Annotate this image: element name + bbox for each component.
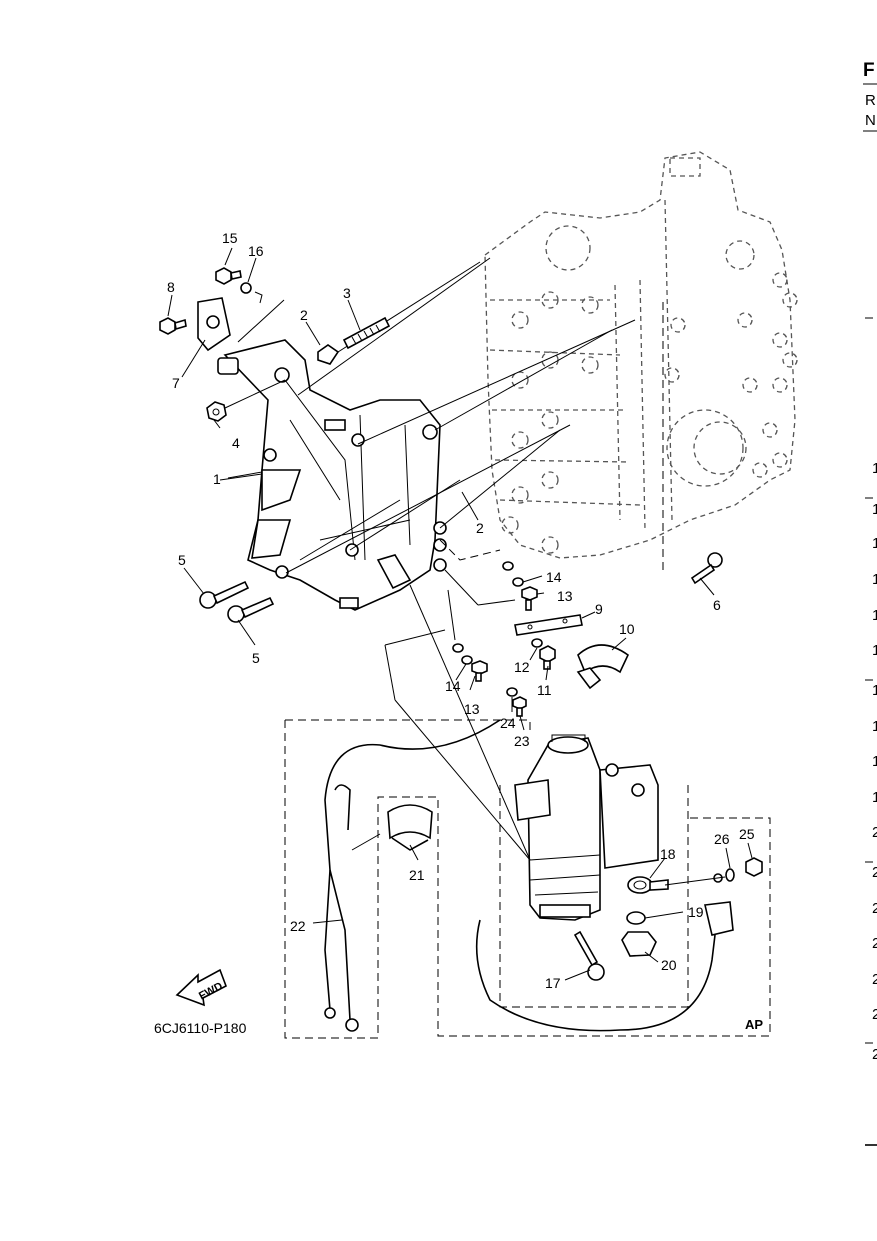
edge-row-mark: 2 (872, 1006, 877, 1023)
washer-26 (725, 868, 735, 882)
callout-label: 26 (714, 831, 730, 847)
edge-row-mark: 1 (872, 501, 877, 518)
edge-row-mark: 1 (872, 642, 877, 659)
leader-lines (167, 247, 753, 981)
cable-22 (324, 719, 501, 1032)
bolt-13-upper (521, 586, 538, 611)
bolt-11 (539, 645, 556, 670)
group-boxes (284, 300, 771, 1039)
callout-labels: 1 2 2 3 4 5 5 6 7 8 9 10 11 12 13 13 14 … (167, 230, 755, 991)
bolt-13-lower (471, 660, 488, 682)
callout-label: 14 (546, 569, 562, 585)
figure-code: 6CJ6110-P180 (154, 1020, 247, 1036)
nut-25 (745, 857, 763, 877)
collar-2-upper (317, 261, 481, 365)
callout-label: 19 (688, 904, 704, 920)
callout-label: 4 (232, 435, 240, 451)
bolt-15 (215, 267, 242, 285)
edge-row-mark: 2 (872, 900, 877, 917)
callout-label: 9 (595, 601, 603, 617)
callout-label: 2 (300, 307, 308, 323)
bolt-5-upper (199, 580, 250, 609)
washer-24 (506, 687, 518, 697)
edge-row-mark: 1 (872, 682, 877, 699)
starter-motor (514, 734, 659, 921)
callout-label: 6 (713, 597, 721, 613)
fwd-arrow-icon: FWD (175, 968, 227, 1007)
edge-row-mark: 1 (872, 535, 877, 552)
callout-label: 10 (619, 621, 635, 637)
edge-header-text: N (865, 112, 876, 129)
callout-label: 18 (660, 846, 676, 862)
ap-mark: AP (745, 1017, 763, 1032)
cylinder-block-outline (484, 151, 798, 559)
callout-label: 25 (739, 826, 755, 842)
bolt-6 (690, 552, 723, 585)
callout-label: 20 (661, 957, 677, 973)
callout-label: 7 (172, 375, 180, 391)
edge-row-mark: 2 (872, 864, 877, 881)
edge-header-text: F (863, 60, 875, 81)
bracket (217, 339, 447, 611)
washer-14-upper (502, 561, 524, 587)
callout-label: 14 (445, 678, 461, 694)
stud-bolt-3 (342, 316, 391, 350)
callout-label: 15 (222, 230, 238, 246)
callout-label: 5 (178, 552, 186, 568)
terminal-18 (627, 876, 669, 894)
callout-label: 12 (514, 659, 530, 675)
edge-row-mark: 1 (872, 789, 877, 806)
nut-4 (206, 401, 227, 422)
callout-label: 5 (252, 650, 260, 666)
holder-21 (387, 804, 433, 851)
page-edge-column: F R N 1 1 1 1 1 1 1 1 1 1 2 2 2 2 2 2 2 (863, 60, 877, 1146)
screw-23 (512, 696, 527, 717)
cap-20 (621, 931, 657, 957)
callout-label: 21 (409, 867, 425, 883)
plate-9 (514, 614, 583, 636)
bolt-5-lower (227, 596, 275, 623)
edge-header-text: R (865, 92, 876, 109)
callout-label: 17 (545, 975, 561, 991)
assembly-lines (219, 257, 726, 886)
edge-row-mark: 2 (872, 824, 877, 841)
callout-label: 2 (476, 520, 484, 536)
callout-label: 16 (248, 243, 264, 259)
edge-row-mark: 2 (872, 1046, 877, 1063)
callout-label: 8 (167, 279, 175, 295)
bolt-17 (573, 930, 605, 981)
edge-row-mark: 1 (872, 753, 877, 770)
callout-label: 1 (213, 471, 221, 487)
callout-label: 3 (343, 285, 351, 301)
clamp-10 (576, 644, 630, 690)
edge-row-mark: 2 (872, 935, 877, 952)
edge-row-mark: 2 (872, 971, 877, 988)
nut-19 (626, 911, 646, 925)
callout-label: 24 (500, 715, 516, 731)
edge-row-mark: 1 (872, 571, 877, 588)
callout-label: 22 (290, 918, 306, 934)
washer-12 (531, 638, 543, 648)
washer-14-lower (452, 643, 473, 665)
callout-label: 13 (557, 588, 573, 604)
callout-label: 11 (537, 682, 552, 698)
edge-row-mark: 1 (872, 718, 877, 735)
edge-row-mark: 1 (872, 460, 877, 477)
callout-label: 23 (514, 733, 530, 749)
edge-row-mark: 1 (872, 607, 877, 624)
plate-7 (197, 297, 231, 352)
battery-cable-terminal (475, 873, 734, 1032)
bolt-8 (159, 317, 187, 335)
callout-label: 13 (464, 701, 480, 717)
washer-16 (240, 282, 263, 304)
